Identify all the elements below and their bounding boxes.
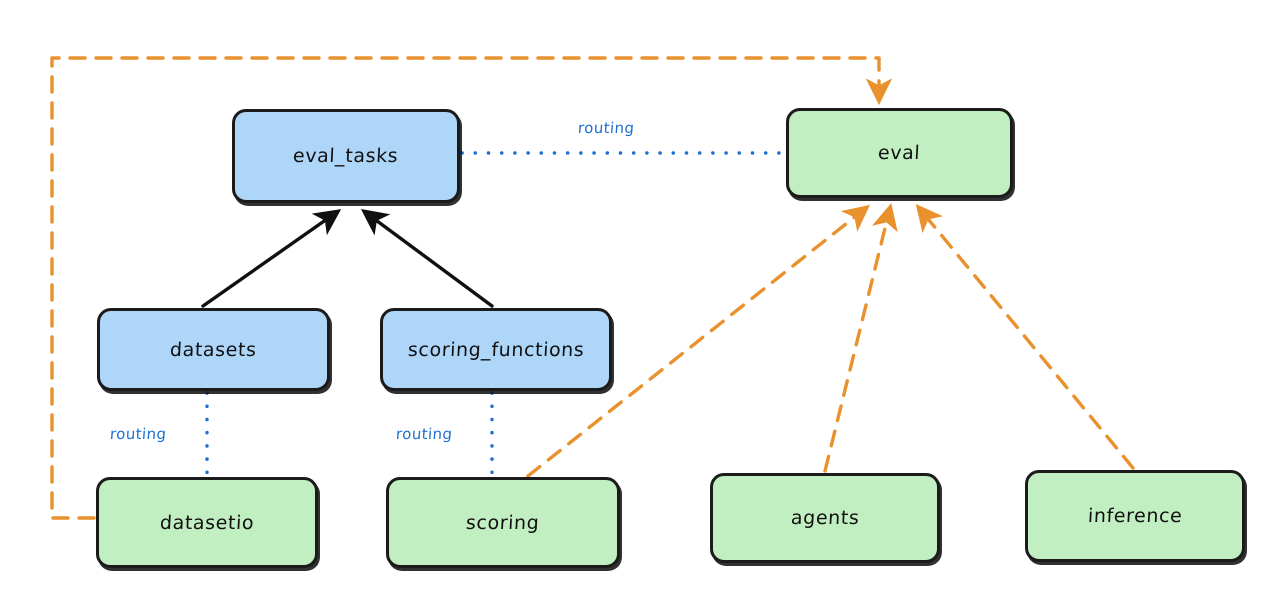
- node-scoring[interactable]: scoring: [386, 477, 620, 568]
- node-eval[interactable]: eval: [786, 108, 1013, 198]
- edge-datasets-to-eval-tasks: [201, 209, 342, 308]
- node-agents[interactable]: agents: [710, 473, 940, 563]
- edge-agents-to-eval: [823, 203, 898, 473]
- node-label-agents: agents: [790, 507, 860, 529]
- edge-scoring-functions-to-eval-tasks: [360, 208, 494, 308]
- node-label-eval-tasks: eval_tasks: [292, 145, 400, 167]
- node-label-inference: inference: [1087, 505, 1183, 527]
- node-inference[interactable]: inference: [1025, 470, 1245, 562]
- node-label-scoring: scoring: [465, 511, 541, 534]
- edge-inference-to-eval: [915, 204, 1135, 470]
- edge-datasetio-to-eval: [50, 56, 893, 520]
- routing-label-scoring: routing: [395, 425, 454, 443]
- node-datasetio[interactable]: datasetio: [96, 477, 318, 568]
- edge-scoring-to-eval: [526, 204, 870, 478]
- node-datasets[interactable]: datasets: [97, 308, 330, 391]
- node-label-datasetio: datasetio: [159, 511, 255, 534]
- node-label-eval: eval: [877, 142, 922, 164]
- node-scoring-functions[interactable]: scoring_functions: [380, 308, 612, 391]
- routing-label-eval: routing: [577, 119, 636, 137]
- node-eval-tasks[interactable]: eval_tasks: [232, 109, 460, 203]
- node-label-scoring-functions: scoring_functions: [407, 338, 585, 361]
- node-label-datasets: datasets: [169, 338, 258, 361]
- routing-label-datasetio: routing: [109, 425, 168, 443]
